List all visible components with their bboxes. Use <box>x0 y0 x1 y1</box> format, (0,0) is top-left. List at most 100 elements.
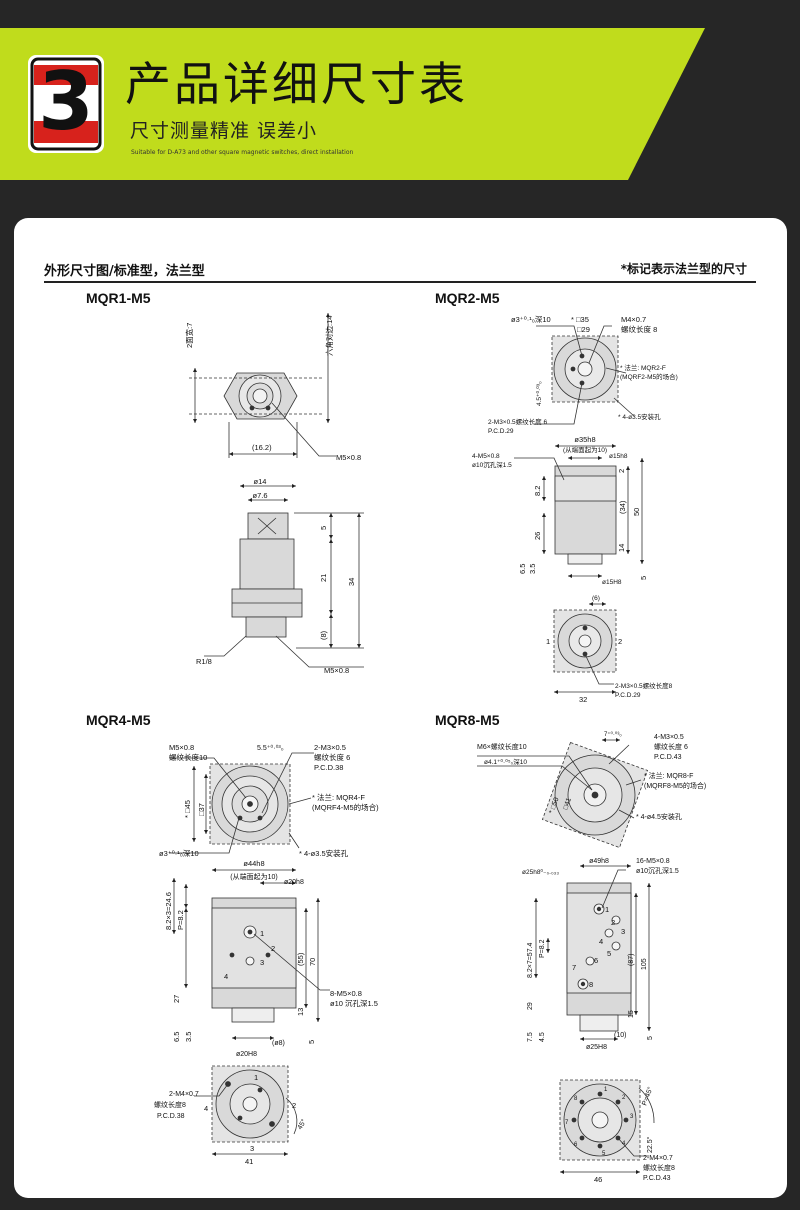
mqr2-l35: 3.5 <box>528 564 537 574</box>
mqr8-bot-n3: 3 <box>630 1114 634 1120</box>
mqr8-bot-n6: 6 <box>574 1142 578 1148</box>
mqr8-n4: 4 <box>599 937 603 946</box>
section-divider <box>44 281 756 283</box>
mqr2-h45: 4.5⁺⁰·⁰³₀ <box>535 381 543 406</box>
mqr8-top-flange: * 法兰: MQR8-F <box>644 771 693 780</box>
mqr4-d8: (ø8) <box>272 1040 285 1047</box>
mqr4-bot-m4: 2-M4×0.7 <box>169 1091 199 1098</box>
mqr4-bot-m4-depth: 螺纹长度8 <box>154 1100 186 1109</box>
mqr2-bot-w32: 32 <box>579 695 587 704</box>
mqr2-l65: 6.5 <box>518 564 527 574</box>
mqr2-bot-n1: 1 <box>546 637 550 646</box>
header-banner <box>0 28 800 180</box>
mqr4-top-m3-depth: 螺纹长度 6 <box>314 752 350 762</box>
mqr8-bot-m4: 2-M4×0.7 <box>643 1155 673 1162</box>
mqr2-mount: * 4-ø3.5安装孔 <box>618 412 661 421</box>
mqr4-bot-n4: 4 <box>204 1104 208 1113</box>
mqr4-bot-pcd: P.C.D.38 <box>157 1113 185 1120</box>
mqr2-l82: 8.2 <box>533 486 542 496</box>
mqr8-d25bot: ø25H8 <box>586 1044 607 1051</box>
mqr4-n4: 4 <box>224 972 228 981</box>
mqr4-bot-n1: 1 <box>254 1073 258 1082</box>
mqr8-p: P=8.2 <box>539 939 546 958</box>
mqr8-top-m4: 4-M3×0.5 <box>654 734 684 741</box>
mqr4-top-pcd: P.C.D.38 <box>314 763 343 772</box>
banner-small-text: Suitable for D-A73 and other square magn… <box>131 149 354 156</box>
mqr1-top-view <box>189 313 336 458</box>
mqr8-pitch: 8.2×7=57.4 <box>527 942 534 978</box>
mqr2-bottom-view <box>553 602 617 694</box>
mqr8-top-m6: M6×螺纹长度10 <box>477 742 527 751</box>
mqr4-bot-angle: 45° <box>296 1118 308 1131</box>
mqr1-port-label: M5×0.8 <box>336 453 361 462</box>
mqr2-l5: 5 <box>639 576 648 580</box>
mqr2-m5: 4-M5×0.8 <box>472 453 500 460</box>
mqr8-top-flange-case: (MQRF8-M5的场合) <box>644 781 706 790</box>
mqr4-m5: 8-M5×0.8 <box>330 989 362 998</box>
mqr2-sq35: * □35 <box>571 315 589 324</box>
model-title-mqr2: MQR2-M5 <box>435 290 500 306</box>
mqr8-bot-n8: 8 <box>574 1096 578 1102</box>
mqr1-l8: (8) <box>319 630 328 640</box>
banner-subtitle: 尺寸测量精准 误差小 <box>130 120 318 142</box>
mqr4-l5: 5 <box>307 1040 316 1044</box>
section-number-badge: 3 <box>28 55 104 153</box>
mqr2-sq29: □29 <box>577 325 590 334</box>
mqr2-side-view <box>514 444 644 578</box>
mqr2-bot-m3: 2-M3×0.5螺纹长度8 <box>615 681 673 690</box>
mqr4-top-mount: * 4-ø3.5安装孔 <box>299 848 349 858</box>
mqr8-n7: 7 <box>572 963 576 972</box>
mqr2-m4-depth: 螺纹长度 8 <box>621 324 657 334</box>
mqr8-bot-n5: 5 <box>602 1151 606 1157</box>
banner-background <box>0 28 705 180</box>
mqr4-l13: 13 <box>296 1008 305 1016</box>
mqr4-top-hole: ø3⁺⁰·¹₀深10 <box>159 849 199 858</box>
mqr8-top-mount: * 4-ø4.5安装孔 <box>636 812 682 821</box>
mqr1-dim-hex: 六角对边:14 <box>324 316 334 356</box>
mqr4-d44: ø44h8 <box>243 859 264 868</box>
mqr4-top-flange: * 法兰: MQR4-F <box>312 792 365 802</box>
mqr8-n3: 3 <box>621 927 625 936</box>
mqr8-l29: 29 <box>527 1002 534 1010</box>
mqr4-d20top: ø20h8 <box>284 879 304 886</box>
mqr8-top-sq41: □41 <box>562 797 573 811</box>
mqr4-from-end: (从端面起为10) <box>230 872 277 881</box>
mqr2-l50: 50 <box>632 508 641 516</box>
mqr2-d15bot: ø15H8 <box>602 579 622 586</box>
mqr8-top-pcd: P.C.D.43 <box>654 754 682 761</box>
mqr8-bot-angle: 22.5° <box>646 1136 654 1153</box>
mqr8-top-offset: 7⁺⁰·⁰³₀ <box>604 731 622 738</box>
mqr8-l45: 4.5 <box>539 1032 546 1042</box>
mqr2-m4: M4×0.7 <box>621 315 646 324</box>
mqr8-bot-n7: 7 <box>565 1120 569 1126</box>
mqr2-bot-l6: (6) <box>592 595 600 602</box>
mqr2-l34: (34) <box>618 500 627 514</box>
mqr2-bot-n2: 2 <box>618 637 622 646</box>
dimension-card: 外形尺寸图/标准型，法兰型 *标记表示法兰型的尺寸 MQR1-M5 MQR2-M… <box>14 218 787 1198</box>
mqr8-bot-n2: 2 <box>622 1095 626 1101</box>
mqr2-m3: 2-M3×0.5螺纹长度 6 <box>488 417 547 426</box>
mqr8-bot-p: P=45° <box>640 1086 654 1107</box>
mqr4-bottom-view <box>194 1065 298 1156</box>
mqr4-l70: 70 <box>308 958 317 966</box>
mqr2-d35: ø35h8 <box>574 435 595 444</box>
mqr1-port-bottom: M5×0.8 <box>324 666 349 675</box>
section-number: 3 <box>38 55 94 148</box>
mqr2-l14: 14 <box>617 544 626 552</box>
mqr8-side-view <box>534 864 651 1041</box>
mqr8-d49: ø49h8 <box>589 858 609 865</box>
mqr4-top-m5: M5×0.8 <box>169 743 194 752</box>
mqr2-bot-pcd: P.C.D.29 <box>615 692 641 699</box>
mqr4-p: P=8.2 <box>176 910 185 930</box>
mqr1-dim-2flat: 2面宽:7 <box>184 323 194 348</box>
technical-drawings: 2面宽:7 六角对边:14 (16.2) M5×0.8 <box>154 313 706 1184</box>
section-note: *标记表示法兰型的尺寸 <box>620 262 747 276</box>
mqr4-pitch: 8.2×3=24.6 <box>164 892 173 930</box>
mqr4-top-sq45: * □45 <box>183 800 192 818</box>
mqr8-bot-n4: 4 <box>622 1141 626 1147</box>
mqr8-bottom-view <box>559 1079 655 1174</box>
section-title: 外形尺寸图/标准型，法兰型 <box>44 264 205 279</box>
banner-title: 产品详细尺寸表 <box>125 57 468 111</box>
mqr4-cb: ø10 沉孔深1.5 <box>330 999 378 1008</box>
mqr4-l27: 27 <box>172 995 181 1003</box>
